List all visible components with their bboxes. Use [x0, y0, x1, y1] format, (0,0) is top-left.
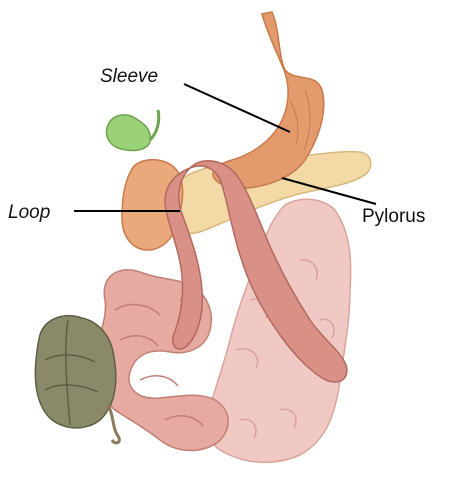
colon	[35, 316, 119, 443]
sleeve-leader-line	[184, 84, 290, 132]
pylorus-label: Pylorus	[362, 206, 425, 227]
sleeve-label: Sleeve	[100, 66, 158, 87]
loop-label: Loop	[8, 202, 50, 223]
gallbladder	[106, 110, 158, 150]
